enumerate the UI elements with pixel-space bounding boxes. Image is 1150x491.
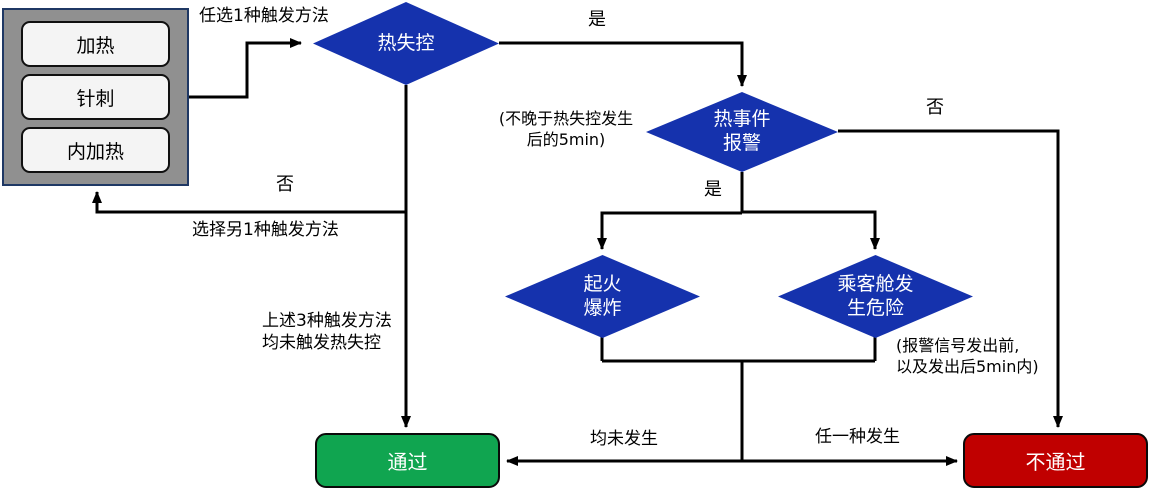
label-choose-another-trigger: 选择另1种触发方法	[192, 220, 339, 240]
result-fail-box: 不通过	[963, 433, 1148, 488]
note-alarm-timing: (不晚于热失控发生 后的5min)	[498, 109, 634, 149]
label-pick-one-trigger: 任选1种触发方法	[199, 6, 329, 26]
trigger-methods-box: 加热 针刺 内加热	[2, 8, 189, 186]
label-no-loop: 否	[276, 174, 294, 195]
label-yes-below-alarm: 是	[704, 179, 722, 200]
result-pass-box: 通过	[315, 433, 500, 488]
trigger-item-needle: 针刺	[21, 74, 170, 120]
label-none-triggered: 上述3种触发方法 均未触发热失控	[262, 311, 392, 354]
label-neither-occurred: 均未发生	[590, 429, 658, 449]
label-any-occurred: 任一种发生	[815, 427, 900, 447]
trigger-item-internal-heating: 内加热	[21, 127, 170, 173]
edge-branch-to-fire	[597, 211, 742, 250]
label-yes-top: 是	[588, 9, 606, 30]
edge-alarm-no-to-fail	[838, 129, 1063, 428]
edge-trigger-to-runaway	[188, 38, 302, 99]
edge-no-loop-to-trigger	[92, 191, 406, 214]
edge-branch-to-cabin	[742, 210, 880, 250]
label-no-top-right: 否	[926, 97, 944, 118]
trigger-item-heating: 加热	[21, 21, 170, 67]
note-danger-timing: (报警信号发出前, 以及发出后5min内)	[896, 336, 1039, 376]
edge-runaway-yes-to-alarm	[499, 41, 747, 87]
